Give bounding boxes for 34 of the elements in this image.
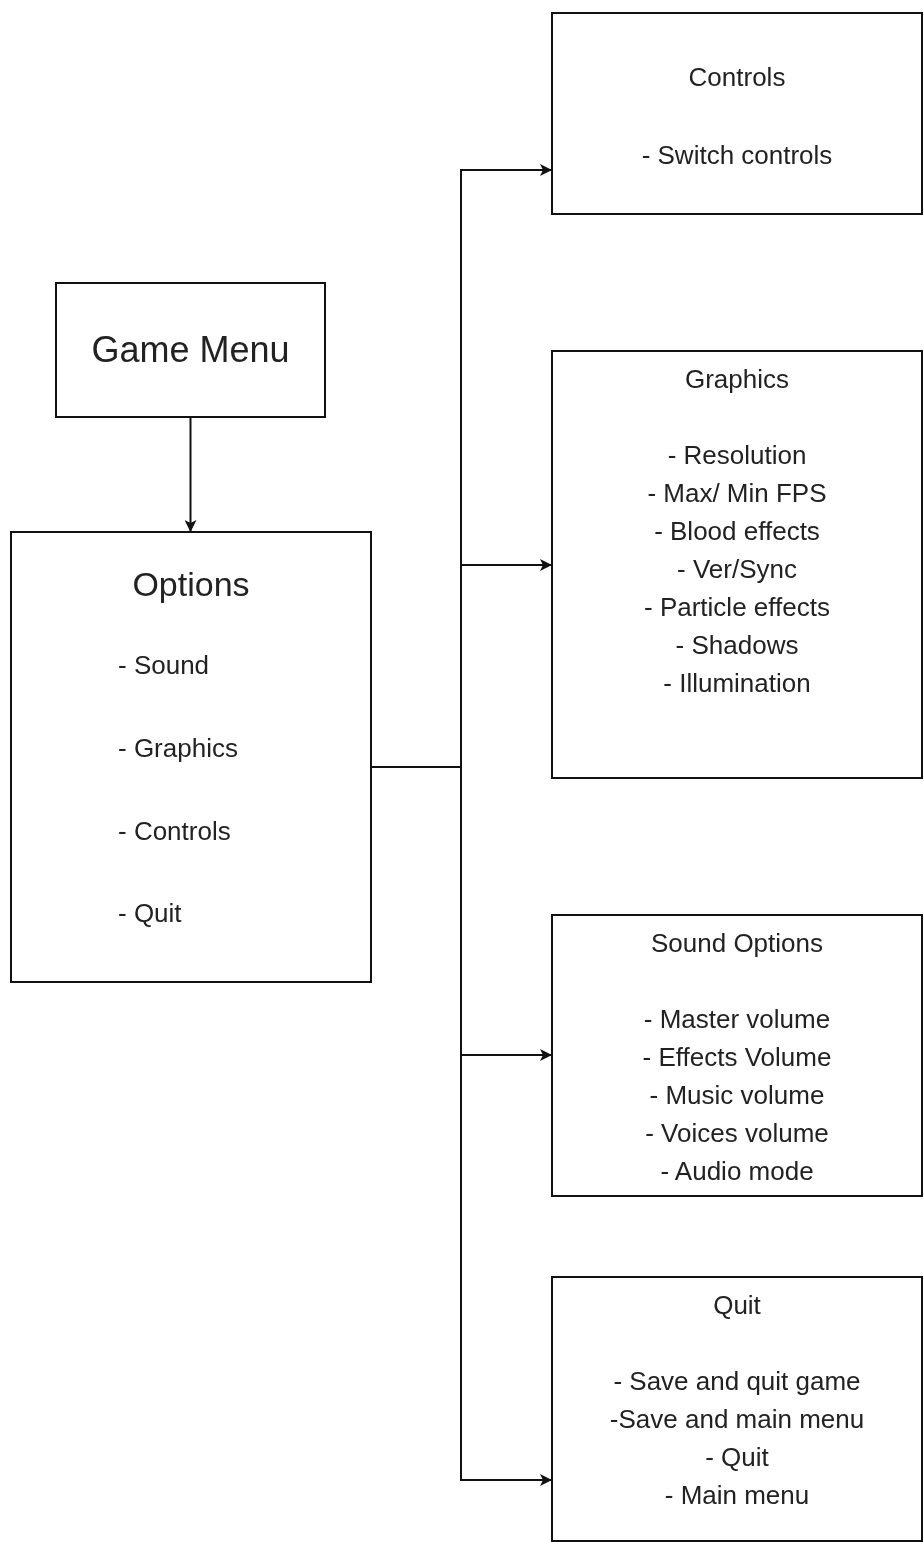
- box-title: Quit: [713, 1289, 761, 1322]
- menu-item: - Particle effects: [644, 591, 830, 624]
- box-title: Controls: [688, 61, 786, 94]
- menu-item: - Max/ Min FPS: [647, 477, 827, 510]
- menu-box: [551, 914, 923, 1197]
- menu-item: - Save and quit game: [613, 1365, 861, 1398]
- menu-box: [551, 1276, 923, 1542]
- box-title: Options: [131, 564, 251, 605]
- menu-item: - Resolution: [667, 439, 807, 472]
- menu-box: [55, 282, 326, 418]
- menu-item: - Illumination: [663, 667, 811, 700]
- menu-item: - Master volume: [643, 1003, 831, 1036]
- menu-item: - Controls: [117, 815, 232, 848]
- menu-item: - Switch controls: [641, 139, 833, 172]
- menu-item: - Shadows: [675, 629, 799, 662]
- menu-item: - Graphics: [117, 732, 239, 765]
- arrow: [184, 417, 197, 532]
- menu-item: - Blood effects: [654, 515, 820, 548]
- menu-item: - Audio mode: [660, 1155, 814, 1188]
- menu-box: [551, 12, 923, 215]
- menu-item: -Save and main menu: [609, 1403, 865, 1436]
- box-title: Game Menu: [91, 328, 290, 372]
- menu-item: - Voices volume: [645, 1117, 829, 1150]
- menu-item: - Sound: [117, 650, 211, 682]
- menu-item: - Effects Volume: [642, 1041, 832, 1074]
- box-title: Graphics: [684, 363, 789, 396]
- menu-box: [551, 350, 923, 779]
- menu-item: - Quit: [117, 898, 183, 931]
- box-title: Sound Options: [651, 927, 823, 960]
- menu-item: - Main menu: [664, 1479, 810, 1512]
- menu-box: [10, 531, 372, 983]
- menu-item: - Quit: [705, 1441, 769, 1474]
- menu-item: - Ver/Sync: [677, 553, 797, 586]
- menu-item: - Music volume: [649, 1079, 825, 1112]
